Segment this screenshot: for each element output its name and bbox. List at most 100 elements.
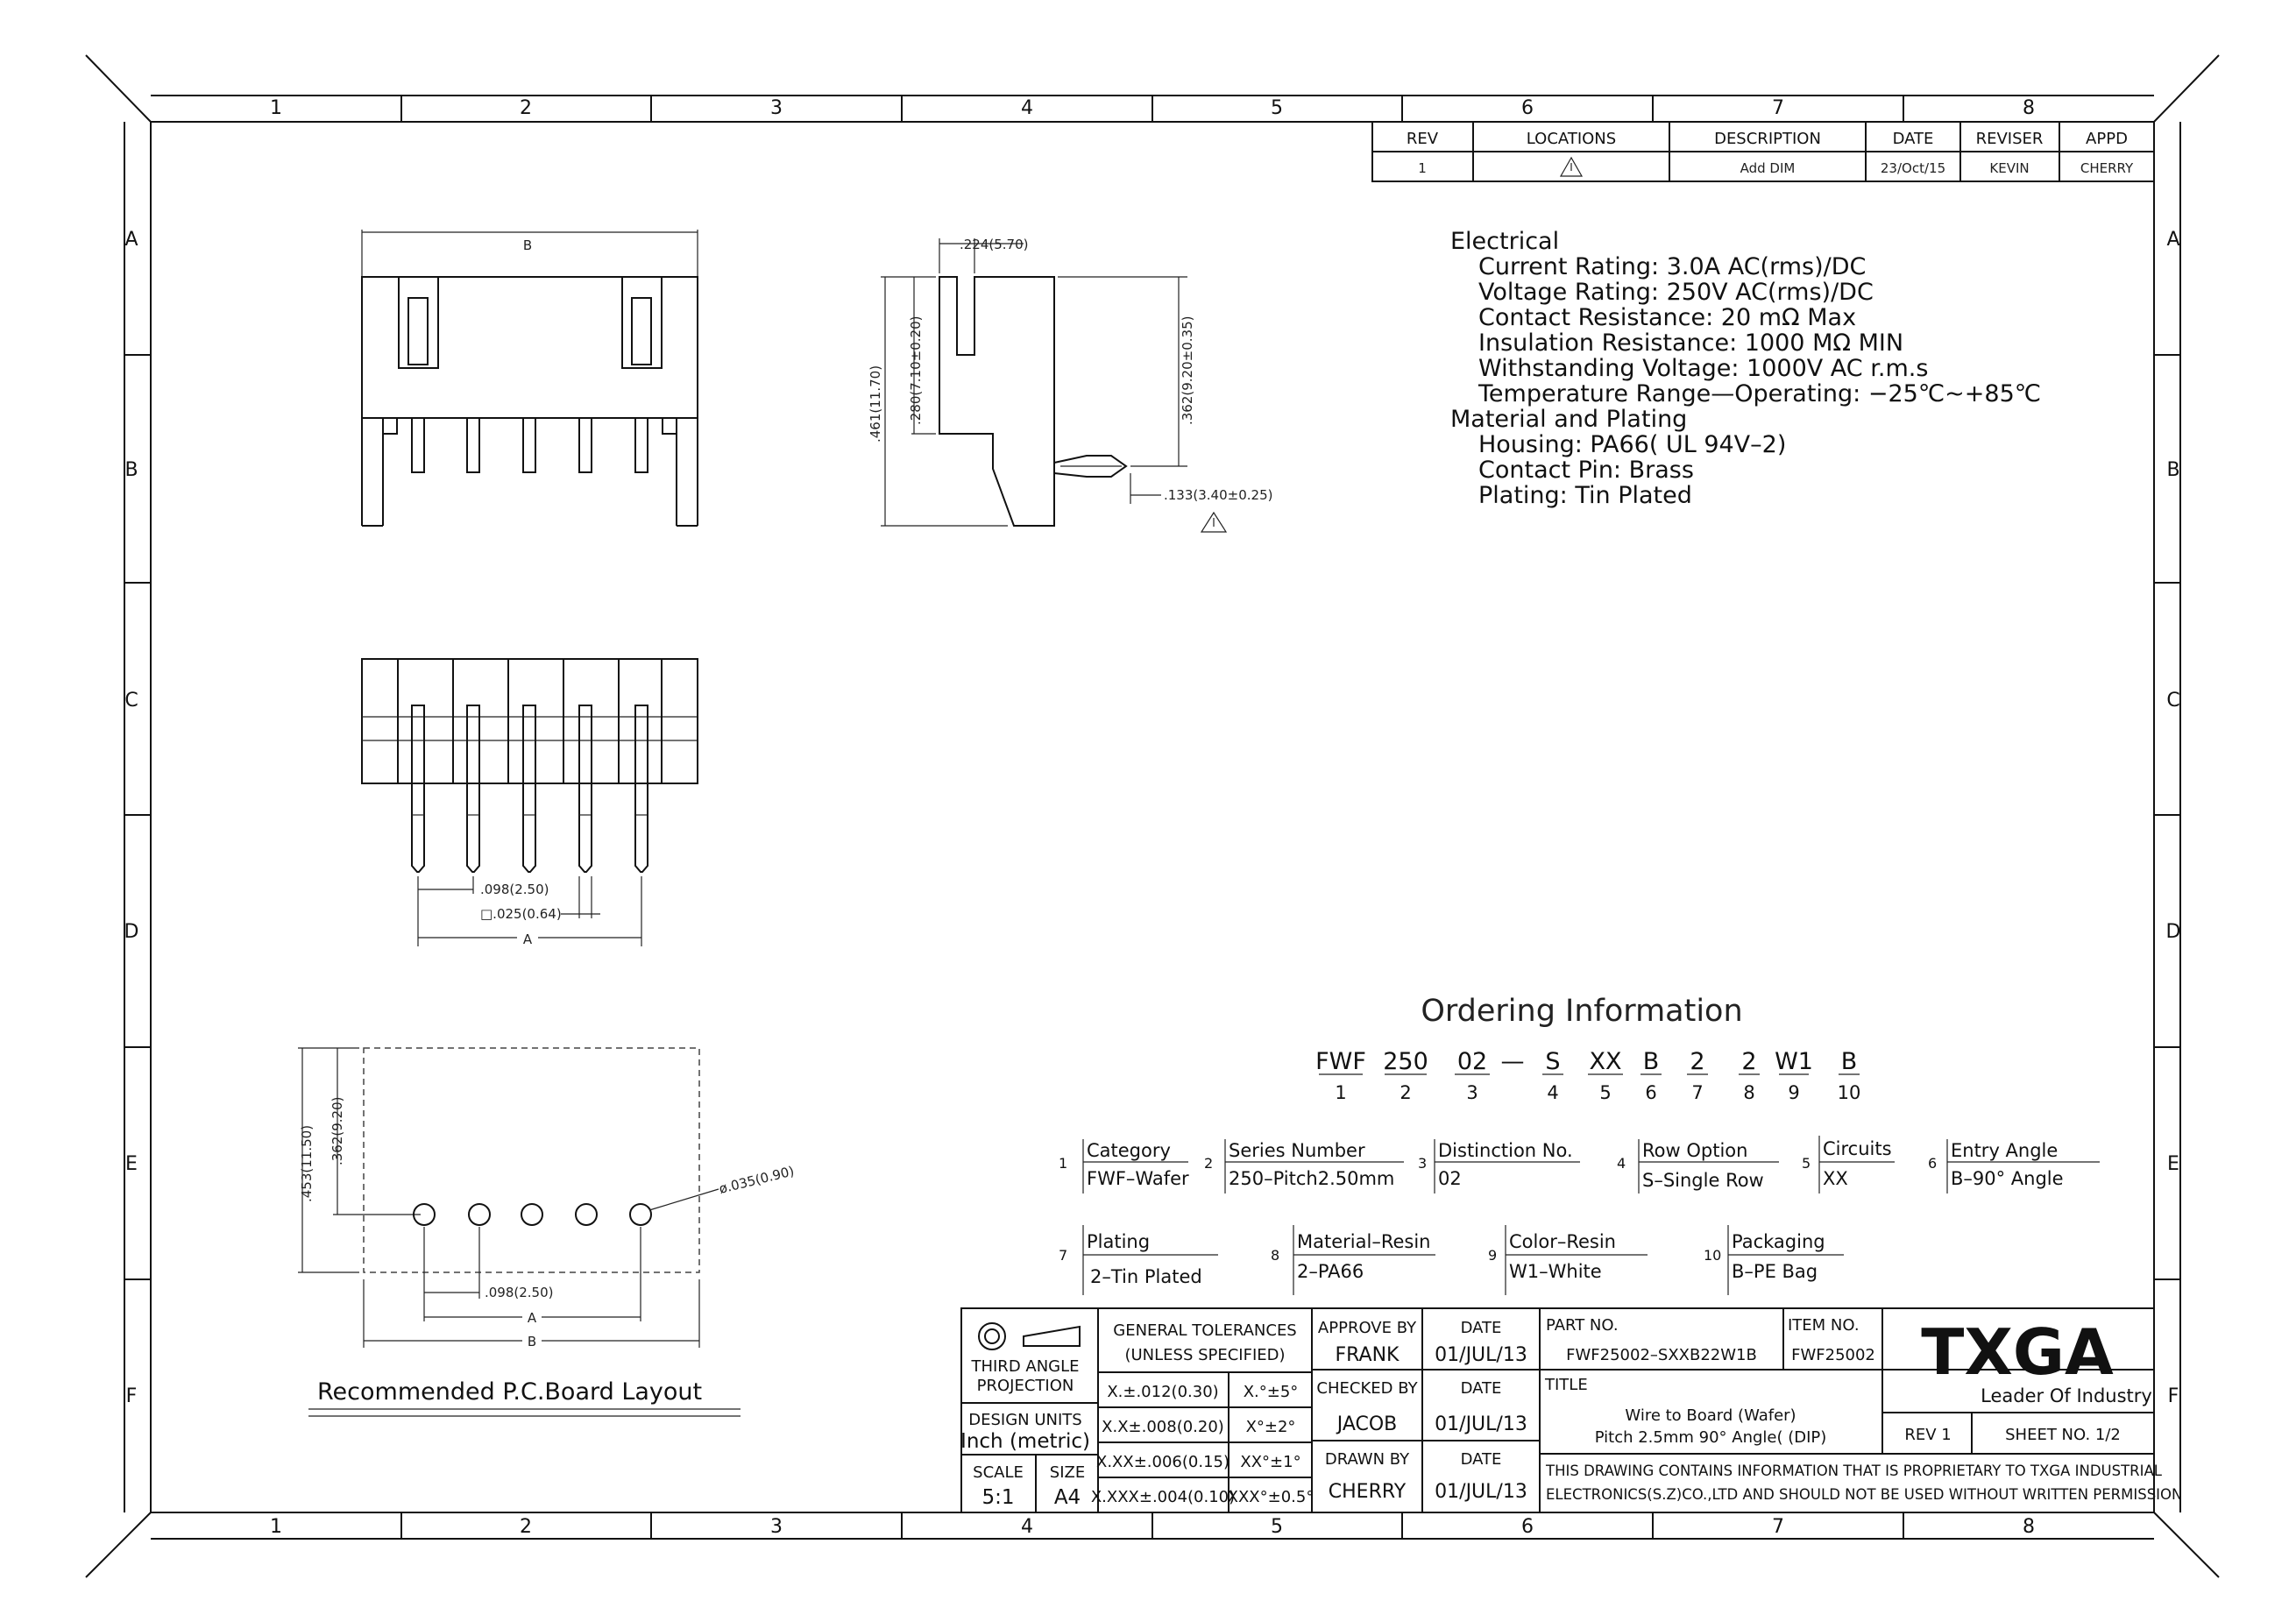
projection-symbol-icon	[978, 1322, 1081, 1350]
svg-text:B–PE Bag: B–PE Bag	[1732, 1261, 1818, 1282]
date-label: DATE	[1461, 1450, 1502, 1469]
col-label: 4	[1021, 1516, 1033, 1538]
svg-text:Entry Angle: Entry Angle	[1951, 1140, 2058, 1161]
svg-text:2: 2	[1204, 1155, 1213, 1172]
svg-text:Material–Resin: Material–Resin	[1297, 1231, 1430, 1252]
tol-linear: X.±.012(0.30)	[1107, 1383, 1218, 1401]
corner-tl	[85, 54, 152, 123]
code-part: 2	[1690, 1048, 1704, 1075]
dim-side-tail: .133(3.40±0.25)	[1164, 487, 1272, 503]
code-part: W1	[1775, 1048, 1813, 1075]
code-part: B	[1841, 1048, 1858, 1075]
col-label: 6	[1521, 97, 1534, 119]
row-label: D	[2166, 921, 2181, 943]
row-label: C	[124, 690, 138, 712]
svg-text:Color–Resin: Color–Resin	[1509, 1231, 1616, 1252]
col-label: 2	[520, 1516, 532, 1538]
dim-pcb-hole: ø.035(0.90)	[718, 1163, 796, 1197]
dim-pcb-height: .453(11.50)	[299, 1125, 315, 1202]
code-index: 4	[1547, 1082, 1558, 1103]
approve-name: FRANK	[1336, 1344, 1400, 1366]
title-line-2: Pitch 2.5mm 90° Angle( (DIP)	[1595, 1428, 1827, 1447]
rev-header-reviser: REVISER	[1976, 130, 2044, 148]
bottom-pins	[411, 705, 648, 873]
rev-appd: CHERRY	[2080, 160, 2134, 176]
legend-item: 1 Category FWF–Wafer	[1059, 1139, 1189, 1193]
dim-triangle-icon	[1200, 511, 1228, 533]
order-code: FWF 250 02 — S XX B 2 2 W1 B	[1315, 1048, 1857, 1075]
pcb-hole	[413, 1203, 436, 1226]
col-label: 8	[2023, 97, 2035, 119]
tol-angle: XX°±1°	[1240, 1453, 1300, 1471]
dim-pcb-pitch: .098(2.50)	[485, 1285, 554, 1300]
code-part: FWF	[1315, 1048, 1366, 1075]
rev-date: 23/Oct/15	[1881, 160, 1945, 176]
pcb-outline	[363, 1047, 700, 1273]
spec-line: Temperature Range—Operating: −25℃~+85℃	[1478, 380, 2041, 407]
pcb-hole	[468, 1203, 491, 1226]
code-index: 7	[1691, 1082, 1703, 1103]
proprietary-notice-2: ELECTRONICS(S.Z)CO.,LTD AND SHOULD NOT B…	[1546, 1486, 2182, 1503]
part-number: FWF25002–SXXB22W1B	[1566, 1346, 1757, 1364]
scale-value: 5:1	[981, 1486, 1014, 1509]
legend-item: 8 Material–Resin 2–PA66	[1271, 1225, 1435, 1295]
spec-line: Withstanding Voltage: 1000V AC r.m.s	[1478, 355, 1928, 382]
col-label: 1	[270, 97, 282, 119]
rev-triangle-icon	[1559, 156, 1584, 177]
svg-text:2–Tin Plated: 2–Tin Plated	[1090, 1266, 1202, 1287]
column-labels-top: 1 2 3 4 5 6 7 8	[270, 97, 2035, 119]
tol-angle: X°±2°	[1246, 1418, 1296, 1436]
svg-text:6: 6	[1928, 1155, 1937, 1172]
corner-bl	[85, 1512, 152, 1578]
scale-label: SCALE	[973, 1463, 1024, 1482]
revision-level: REV 1	[1904, 1426, 1951, 1444]
col-label: 8	[2023, 1516, 2035, 1538]
code-index: 8	[1743, 1082, 1754, 1103]
svg-text:Packaging: Packaging	[1732, 1231, 1825, 1252]
legend-item: 3 Distinction No. 02	[1418, 1139, 1580, 1193]
spec-line: Contact Pin: Brass	[1478, 457, 1694, 484]
col-label: 3	[770, 97, 783, 119]
legend-item: 9 Color–Resin W1–White	[1488, 1225, 1648, 1295]
row-label: C	[2166, 690, 2179, 712]
row-labels-left: A B C D E F	[124, 229, 139, 1407]
ordering-information: Ordering Information FWF 250 02 — S XX B…	[1059, 994, 2100, 1295]
svg-text:8: 8	[1271, 1247, 1279, 1264]
svg-text:XX: XX	[1823, 1168, 1848, 1189]
code-index: 1	[1335, 1082, 1346, 1103]
svg-text:3: 3	[1418, 1155, 1427, 1172]
dim-pin-size: □.025(0.64)	[480, 906, 562, 922]
code-part: S	[1545, 1048, 1560, 1075]
drawn-label: DRAWN BY	[1325, 1450, 1410, 1469]
dim-side-lower: .280(7.10±0.20)	[908, 316, 924, 425]
col-label: 7	[1772, 97, 1784, 119]
logo-slogan: Leader Of Industry	[1981, 1385, 2152, 1406]
tol-linear: X.X±.008(0.20)	[1102, 1418, 1224, 1436]
code-part: 02	[1457, 1048, 1487, 1075]
col-label: 3	[770, 1516, 783, 1538]
corner-br	[2153, 1512, 2220, 1578]
specifications: Electrical Current Rating: 3.0A AC(rms)/…	[1450, 228, 2041, 509]
dim-pin-pitch: .098(2.50)	[480, 882, 549, 897]
drawn-name: CHERRY	[1329, 1481, 1407, 1503]
date-label: DATE	[1461, 1319, 1502, 1337]
spec-line: Voltage Rating: 250V AC(rms)/DC	[1478, 279, 1874, 306]
svg-text:S–Single Row: S–Single Row	[1642, 1170, 1764, 1191]
title-line-1: Wire to Board (Wafer)	[1625, 1406, 1796, 1425]
svg-text:W1–White: W1–White	[1509, 1261, 1602, 1282]
tol-linear: X.XXX±.004(0.10)	[1091, 1488, 1235, 1506]
col-label: 6	[1521, 1516, 1534, 1538]
row-ticks	[124, 354, 2180, 1280]
row-label: A	[124, 229, 138, 251]
code-index: 10	[1838, 1082, 1861, 1103]
checked-label: CHECKED BY	[1316, 1379, 1418, 1398]
spec-line: Plating: Tin Plated	[1478, 482, 1692, 509]
pcb-hole	[629, 1203, 652, 1226]
svg-text:FWF–Wafer: FWF–Wafer	[1087, 1168, 1189, 1189]
dim-pcb-row: .362(9.20)	[330, 1096, 345, 1165]
sheet-number: SHEET NO. 1/2	[2005, 1426, 2121, 1444]
units-label: DESIGN UNITS	[968, 1411, 1081, 1429]
approve-label: APPROVE BY	[1318, 1319, 1417, 1337]
dim-a-bottom: A	[523, 931, 533, 947]
legend-item: 6 Entry Angle B–90° Angle	[1928, 1139, 2100, 1193]
